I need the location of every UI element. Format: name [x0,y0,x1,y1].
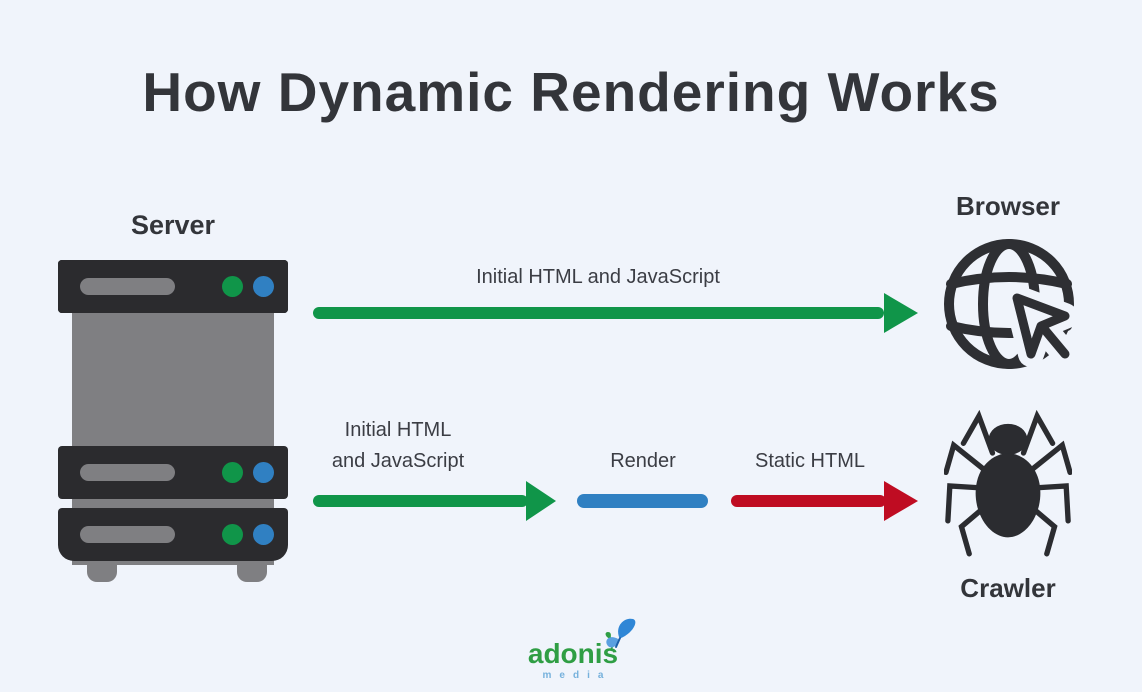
footer-logo: adonis media [527,638,619,682]
flow-label-initial-html: Initial HTML [344,419,452,441]
flow-label-render: Render [610,450,676,472]
flow-label-static-html: Static HTML [754,450,866,472]
server-label: Server [130,210,216,240]
cursor-pointer [1012,293,1070,359]
server-unit [58,260,288,313]
browser-label: Browser [955,191,1061,221]
arrowhead-server-to-render [526,481,556,521]
page-title: How Dynamic Rendering Works [142,61,1000,123]
crawler-label: Crawler [960,573,1056,603]
arrow-render-to-crawler [731,495,886,507]
spider-icon [944,410,1072,557]
globe-cursor-icon [944,239,1078,369]
arrow-server-to-render [313,495,528,507]
logo-tagline: media [542,670,612,681]
render-segment [577,494,708,508]
arrowhead-server-to-browser [884,293,918,333]
flow-label-initial-html-js-top: Initial HTML and JavaScript [476,266,720,288]
butterfly-icon [605,618,636,652]
server-rack-icon [58,260,288,582]
flow-label-and-javascript: and JavaScript [331,450,465,472]
server-unit [58,446,288,499]
server-unit [58,508,288,561]
arrowhead-render-to-crawler [884,481,918,521]
logo-brand: adonis [527,638,619,669]
arrow-server-to-browser [313,307,884,319]
